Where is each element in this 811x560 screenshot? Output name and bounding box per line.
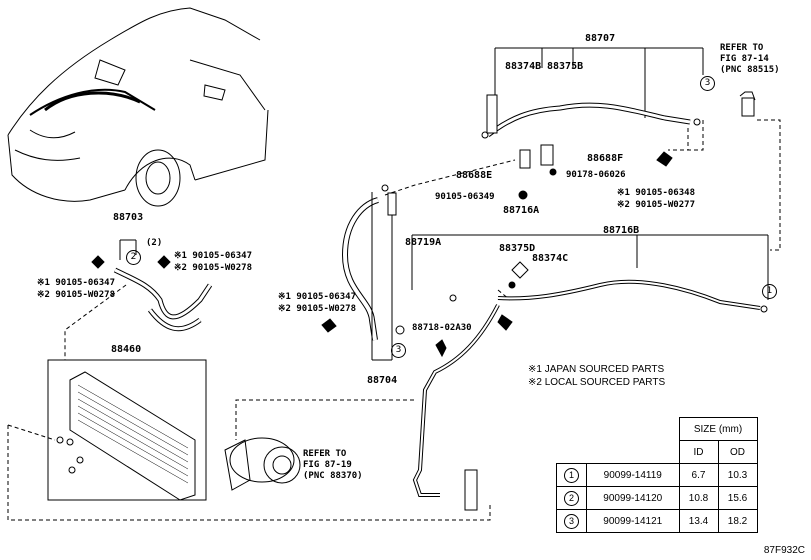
- part-88688E: 88688E: [456, 170, 493, 181]
- refer-line: REFER TO: [720, 43, 764, 53]
- row-part: 90099-14119: [586, 463, 680, 487]
- callout-2: 2: [126, 250, 141, 265]
- refer-line: (PNC 88370): [303, 471, 363, 481]
- callout-3-left: 3: [391, 343, 406, 358]
- row-id: 13.4: [678, 509, 719, 533]
- row-id: 10.8: [678, 486, 719, 510]
- variant-label: ※2 90105-W0278: [37, 290, 115, 300]
- part-88707: 88707: [585, 33, 616, 44]
- part-88716B: 88716B: [603, 225, 640, 236]
- size-col-id: ID: [678, 440, 719, 464]
- part-88719A: 88719A: [405, 237, 442, 248]
- row-od: 18.2: [717, 509, 758, 533]
- variant-label: ※1 90105-06347: [174, 251, 252, 261]
- compressor-illustration: [224, 437, 301, 491]
- row-id: 6.7: [678, 463, 719, 487]
- row-od: 15.6: [717, 486, 758, 510]
- callout-1: 1: [762, 284, 777, 299]
- part-88375D: 88375D: [499, 243, 536, 254]
- refer-line: FIG 87-19: [303, 460, 352, 470]
- callout-2-paren: (2): [146, 238, 163, 248]
- part-90105-06349: 90105-06349: [435, 192, 495, 202]
- variant-label: ※2 90105-W0277: [617, 200, 695, 210]
- refer-line: (PNC 88515): [720, 65, 780, 75]
- row-no: 2: [564, 490, 579, 506]
- part-88703: 88703: [113, 212, 144, 223]
- row-od: 10.3: [717, 463, 758, 487]
- refer-line: FIG 87-14: [720, 54, 769, 64]
- variant-label: ※2 90105-W0278: [174, 263, 252, 273]
- part-88374B: 88374B: [505, 61, 542, 72]
- figure-code: 87F932C: [763, 545, 805, 556]
- part-88716A: 88716A: [503, 205, 540, 216]
- part-88460: 88460: [111, 344, 142, 355]
- part-88704: 88704: [367, 375, 398, 386]
- refer-to-top: REFER TO FIG 87-14 (PNC 88515): [720, 43, 780, 76]
- row-part: 90099-14121: [586, 509, 680, 533]
- note-local: ※2 LOCAL SOURCED PARTS: [528, 377, 666, 388]
- refer-line: REFER TO: [303, 449, 347, 459]
- part-88375B: 88375B: [547, 61, 584, 72]
- variant-label: ※2 90105-W0278: [278, 304, 356, 314]
- variant-label: ※1 90105-06348: [617, 188, 695, 198]
- size-table: SIZE (mm) ID OD 1 90099-14119 6.7 10.3 2…: [556, 417, 758, 533]
- part-88374C: 88374C: [532, 253, 569, 264]
- size-col-od: OD: [717, 440, 758, 464]
- table-row: 2 90099-14120 10.8 15.6: [556, 486, 758, 510]
- row-no: 1: [564, 467, 579, 483]
- size-header: SIZE (mm): [678, 417, 758, 441]
- part-88688F: 88688F: [587, 153, 624, 164]
- vehicle-illustration: [7, 7, 269, 207]
- callout-3-top: 3: [700, 76, 715, 91]
- note-japan: ※1 JAPAN SOURCED PARTS: [528, 364, 665, 375]
- variant-label: ※1 90105-06347: [37, 278, 115, 288]
- part-88718-02A30: 88718-02A30: [412, 323, 472, 333]
- table-row: 1 90099-14119 6.7 10.3: [556, 463, 758, 487]
- table-row: 3 90099-14121 13.4 18.2: [556, 509, 758, 533]
- refer-to-bottom: REFER TO FIG 87-19 (PNC 88370): [303, 449, 363, 482]
- row-no: 3: [564, 513, 579, 529]
- variant-label: ※1 90105-06347: [278, 292, 356, 302]
- part-90178-06026: 90178-06026: [566, 170, 626, 180]
- row-part: 90099-14120: [586, 486, 680, 510]
